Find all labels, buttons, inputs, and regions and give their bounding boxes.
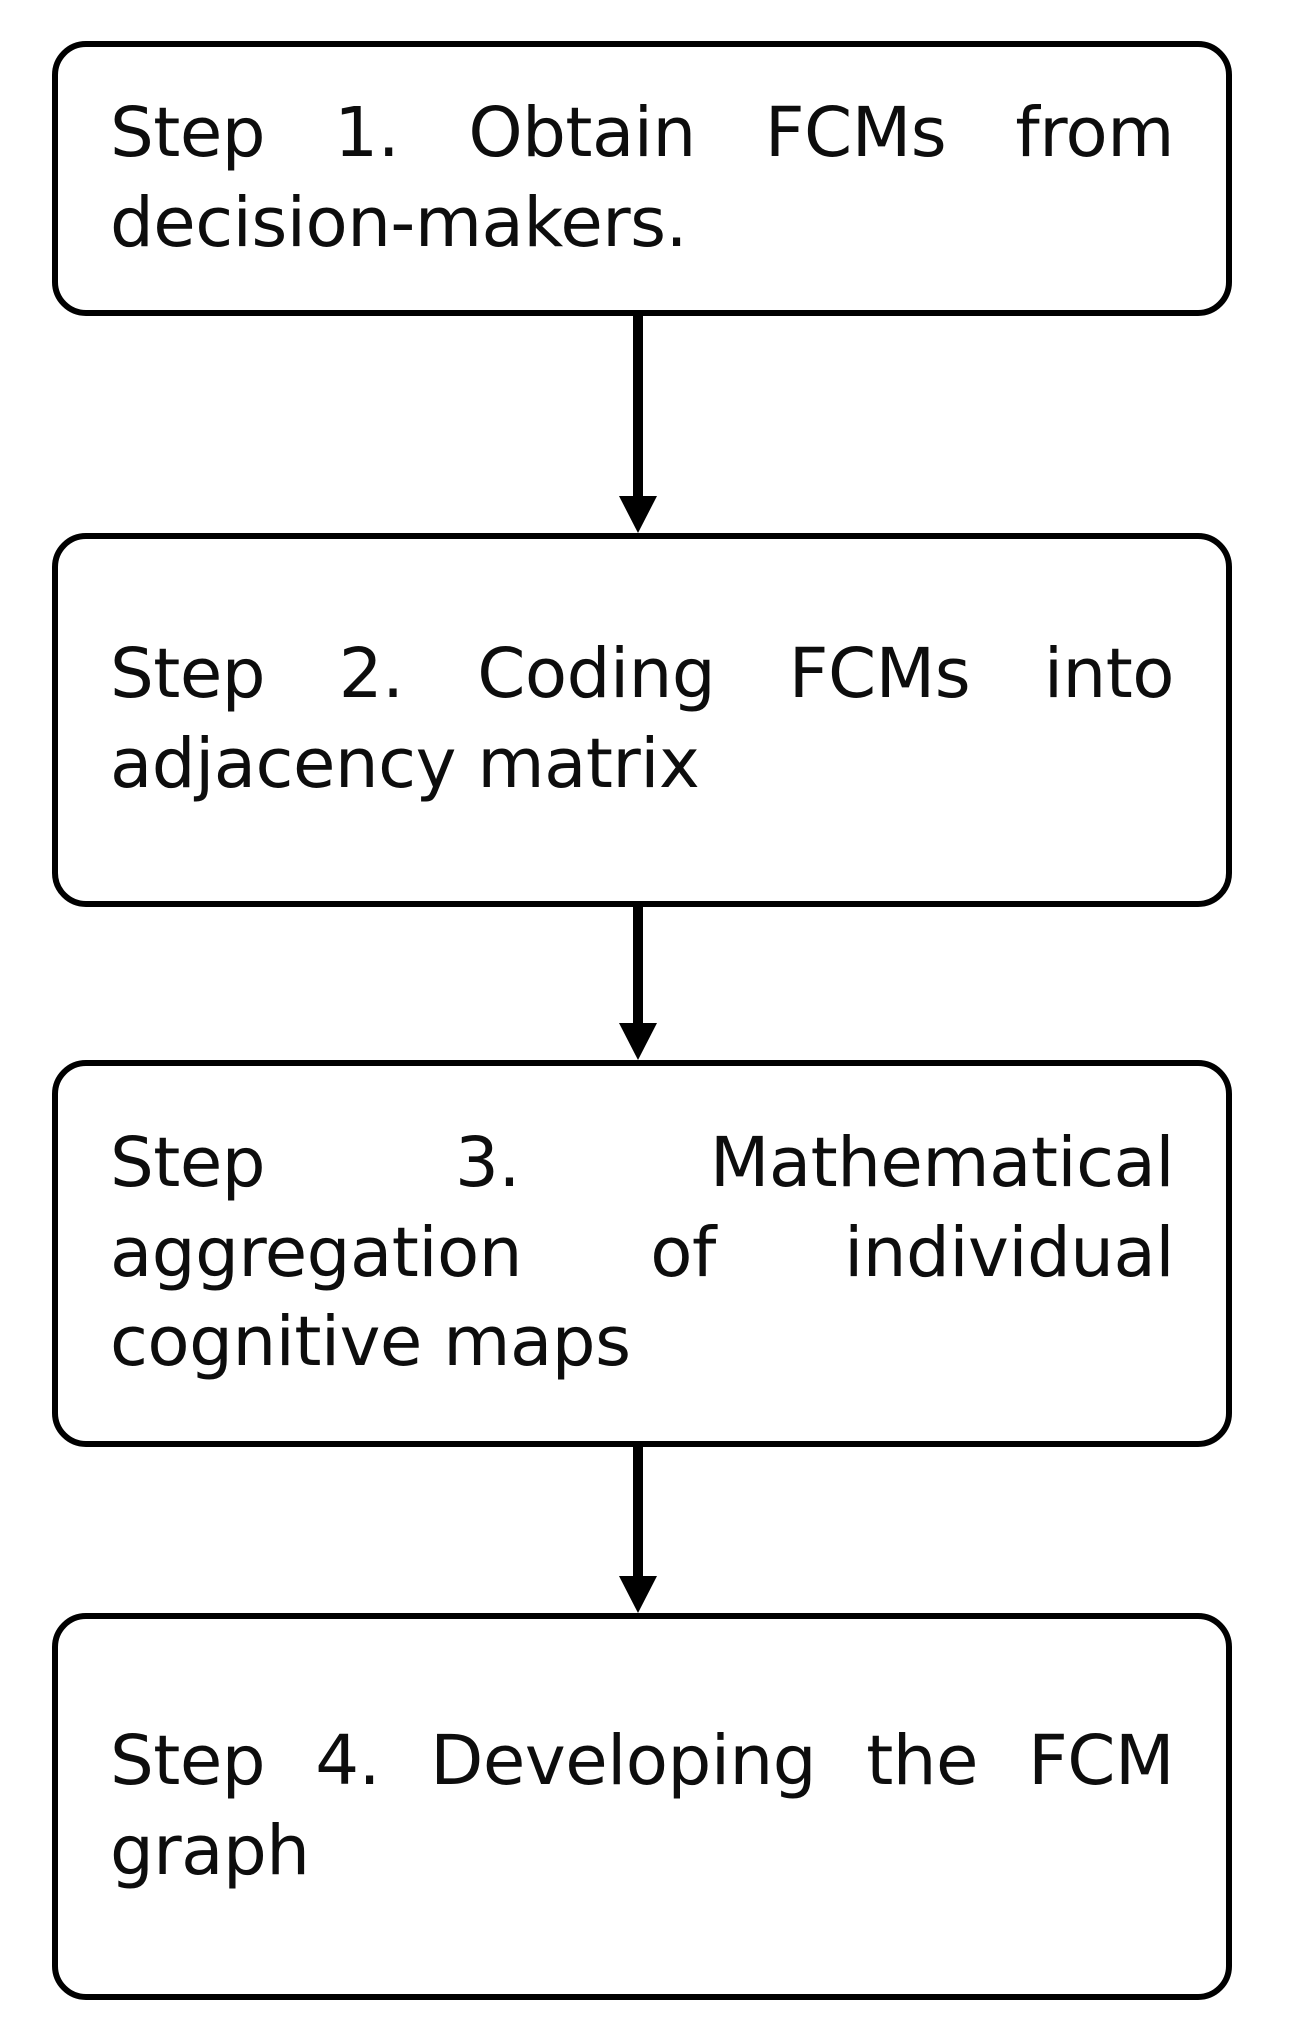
flowchart-node-step-1[interactable]: Step 1. Obtain FCMs from decision-makers…: [52, 41, 1232, 316]
down-arrow-icon: [619, 316, 657, 533]
flowchart-node-step-2-label: Step 2. Coding FCMs into adjacency matri…: [110, 634, 1175, 804]
flowchart-node-step-4-label: Step 4. Developing the FCM graph: [110, 1720, 1175, 1891]
connector-step-3-to-step-4: [616, 1447, 660, 1613]
connector-step-1-to-step-2: [616, 316, 660, 533]
connector-step-2-to-step-3: [616, 907, 660, 1060]
flowchart-node-step-4[interactable]: Step 4. Developing the FCM graph: [52, 1613, 1232, 2000]
flowchart-node-step-3-label: Step 3. Mathematical aggregation of indi…: [110, 1122, 1175, 1383]
flowchart-node-step-3[interactable]: Step 3. Mathematical aggregation of indi…: [52, 1060, 1232, 1447]
flowchart-node-step-2[interactable]: Step 2. Coding FCMs into adjacency matri…: [52, 533, 1232, 907]
down-arrow-icon: [619, 1447, 657, 1613]
flowchart-node-step-1-label: Step 1. Obtain FCMs from decision-makers…: [110, 92, 1175, 263]
down-arrow-icon: [619, 907, 657, 1060]
